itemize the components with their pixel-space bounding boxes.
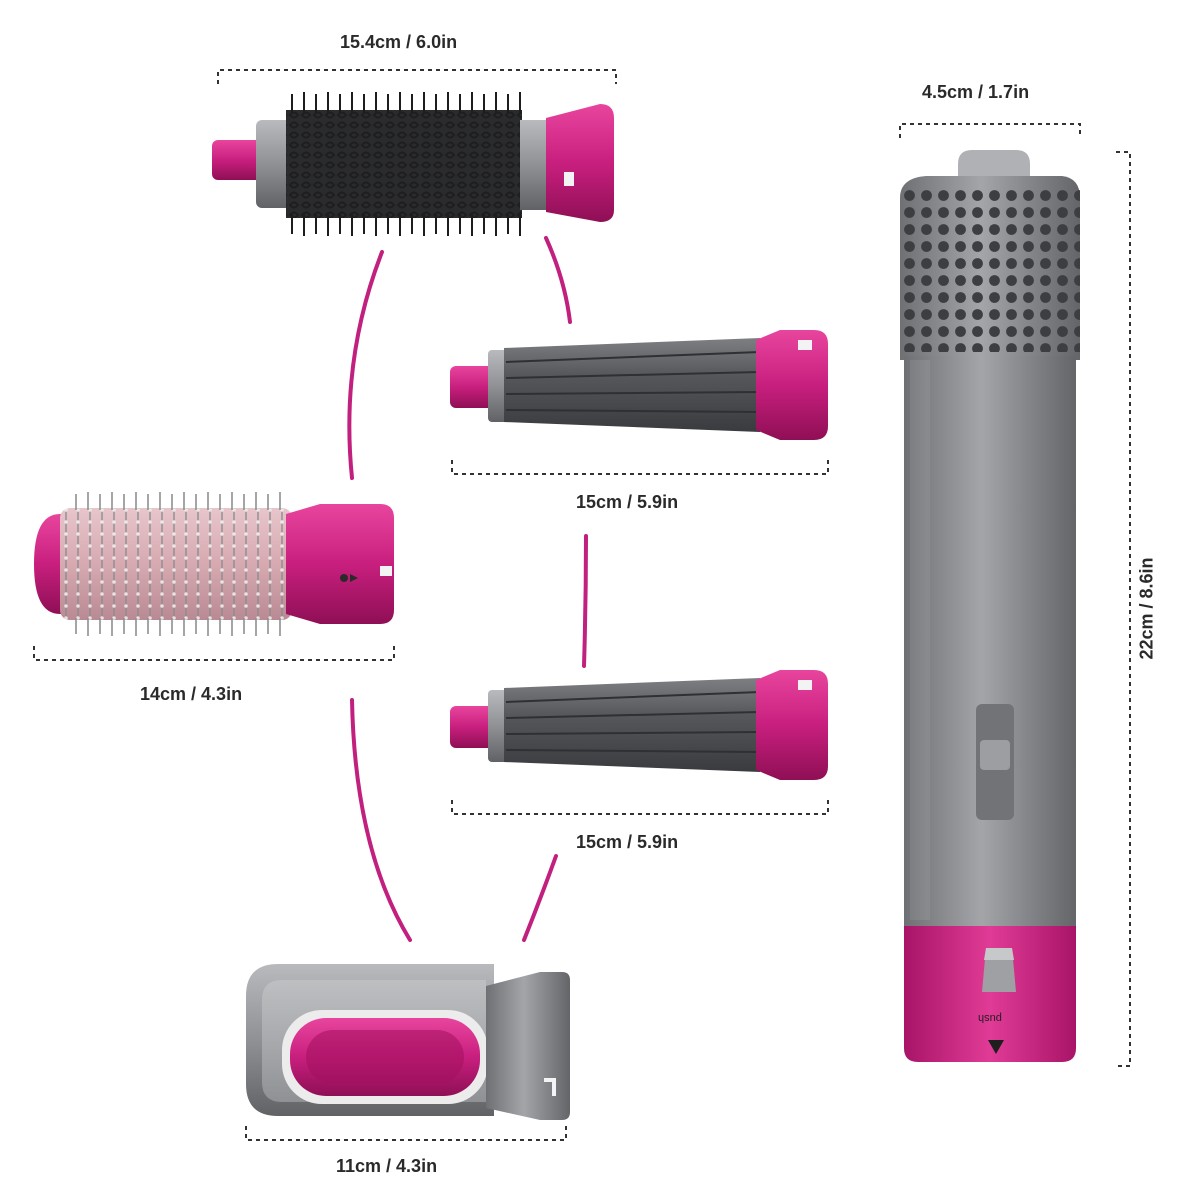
volume-brush-dimension-label: 14cm / 4.3in [140,684,243,704]
push-button-text: push [978,1012,1002,1024]
main-handle-body [900,150,1080,1062]
connector-arcs [347,236,588,942]
round-brush-dimension-label: 15.4cm / 6.0in [340,32,458,52]
upper-curler-dimension-label: 15cm / 5.9in [576,492,679,512]
curling-barrel-attachment-upper [450,330,828,440]
dimension-lines [33,69,1131,1141]
smoother-dimension-label: 11cm / 4.3in [336,1156,438,1176]
body-width-dimension-label: 4.5cm / 1.7in [922,82,1030,102]
round-brush-attachment [212,92,614,236]
curling-barrel-attachment-lower [450,670,828,780]
volume-pin-brush-attachment [34,492,394,636]
smoothing-dryer-attachment [246,964,570,1120]
body-height-dimension-label: 22cm / 8.6in [1136,557,1157,660]
lower-curler-dimension-label: 15cm / 5.9in [576,832,679,852]
